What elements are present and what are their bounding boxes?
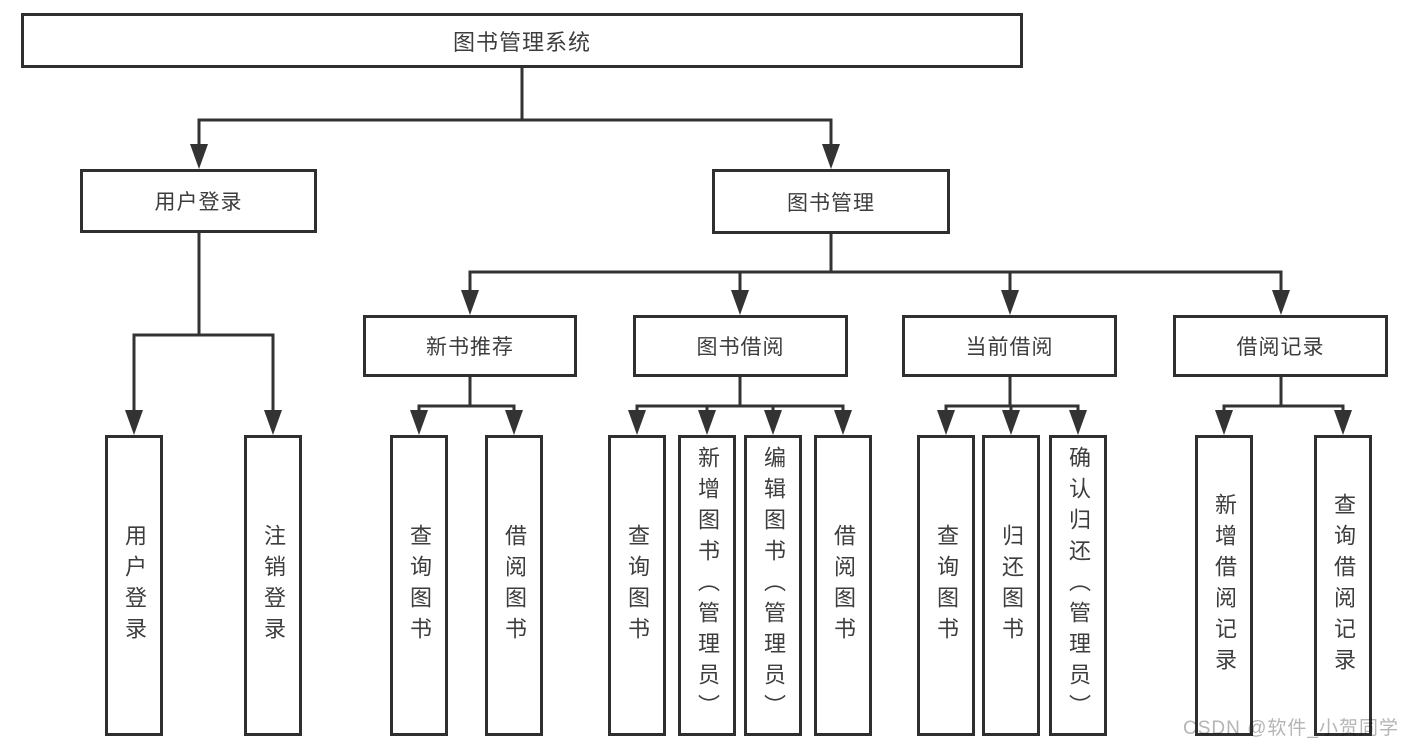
node-label: 注销登录 bbox=[261, 523, 286, 648]
arrow-down-icon bbox=[1215, 410, 1233, 435]
arrow-down-icon bbox=[461, 290, 479, 315]
arrow-down-icon bbox=[764, 410, 782, 435]
node-user-login-action: 用户登录 bbox=[105, 435, 163, 736]
watermark-text: CSDN @软件_小贺同学 bbox=[1183, 718, 1399, 739]
connector-current-borrowing-children bbox=[944, 375, 1080, 413]
node-label: 归还图书 bbox=[999, 523, 1024, 648]
node-label: 借阅记录 bbox=[1236, 336, 1325, 359]
node-query-books: 查询图书 bbox=[917, 435, 975, 736]
node-label: 当前借阅 bbox=[965, 336, 1054, 359]
connector-root-to-level2 bbox=[197, 66, 833, 147]
node-label: 查询图书 bbox=[934, 523, 959, 648]
node-label: 新增图书（管理员） bbox=[695, 446, 720, 725]
arrow-down-icon bbox=[125, 410, 143, 435]
node-borrow-books: 借阅图书 bbox=[814, 435, 872, 736]
node-borrow-books: 借阅图书 bbox=[485, 435, 543, 736]
connector-book-management-children bbox=[468, 232, 1283, 293]
node-book-borrowing: 图书借阅 bbox=[633, 315, 848, 377]
node-borrowing-records: 借阅记录 bbox=[1173, 315, 1388, 377]
node-label: 借阅图书 bbox=[502, 523, 527, 648]
arrow-down-icon bbox=[190, 144, 208, 169]
arrow-down-icon bbox=[410, 410, 428, 435]
node-new-book-recommendation: 新书推荐 bbox=[363, 315, 577, 377]
node-confirm-return-admin: 确认归还（管理员） bbox=[1049, 435, 1107, 736]
arrow-down-icon bbox=[1001, 290, 1019, 315]
node-return-books: 归还图书 bbox=[982, 435, 1040, 736]
arrow-down-icon bbox=[1334, 410, 1352, 435]
node-current-borrowing: 当前借阅 bbox=[902, 315, 1117, 377]
arrow-down-icon bbox=[264, 410, 282, 435]
node-label: 用户登录 bbox=[122, 523, 147, 648]
arrow-down-icon bbox=[834, 410, 852, 435]
connector-borrowing-records-children bbox=[1222, 375, 1345, 413]
node-label: 用户登录 bbox=[154, 191, 243, 214]
node-add-borrow-record: 新增借阅记录 bbox=[1195, 435, 1253, 736]
node-label: 图书管理系统 bbox=[452, 29, 591, 55]
arrow-down-icon bbox=[1002, 410, 1020, 435]
arrow-down-icon bbox=[1069, 410, 1087, 435]
node-label: 图书借阅 bbox=[696, 336, 785, 359]
arrow-down-icon bbox=[1272, 290, 1290, 315]
node-user-login: 用户登录 bbox=[80, 169, 317, 233]
node-label: 查询图书 bbox=[407, 523, 432, 648]
node-query-borrow-record: 查询借阅记录 bbox=[1314, 435, 1372, 736]
arrow-down-icon bbox=[698, 410, 716, 435]
node-label: 查询借阅记录 bbox=[1331, 492, 1356, 679]
connector-user-login-children bbox=[132, 231, 275, 413]
node-book-management: 图书管理 bbox=[712, 169, 950, 234]
arrow-down-icon bbox=[937, 410, 955, 435]
node-add-books-admin: 新增图书（管理员） bbox=[678, 435, 736, 736]
node-label: 新书推荐 bbox=[426, 336, 514, 359]
node-library-management-system: 图书管理系统 bbox=[21, 13, 1023, 68]
node-label: 确认归还（管理员） bbox=[1066, 446, 1091, 725]
node-logout: 注销登录 bbox=[244, 435, 302, 736]
node-label: 新增借阅记录 bbox=[1212, 492, 1237, 679]
node-query-books: 查询图书 bbox=[608, 435, 666, 736]
arrowheads bbox=[125, 144, 1352, 435]
node-edit-books-admin: 编辑图书（管理员） bbox=[744, 435, 802, 736]
node-label: 借阅图书 bbox=[831, 523, 856, 648]
node-label: 编辑图书（管理员） bbox=[761, 446, 786, 725]
node-label: 图书管理 bbox=[787, 191, 875, 215]
node-label: 查询图书 bbox=[625, 523, 650, 648]
arrow-down-icon bbox=[628, 410, 646, 435]
arrow-down-icon bbox=[822, 144, 840, 169]
connector-book-borrowing-children bbox=[635, 375, 845, 413]
arrow-down-icon bbox=[731, 290, 749, 315]
connector-new-book-recommendation-children bbox=[417, 375, 516, 413]
arrow-down-icon bbox=[505, 410, 523, 435]
node-query-books: 查询图书 bbox=[390, 435, 448, 736]
